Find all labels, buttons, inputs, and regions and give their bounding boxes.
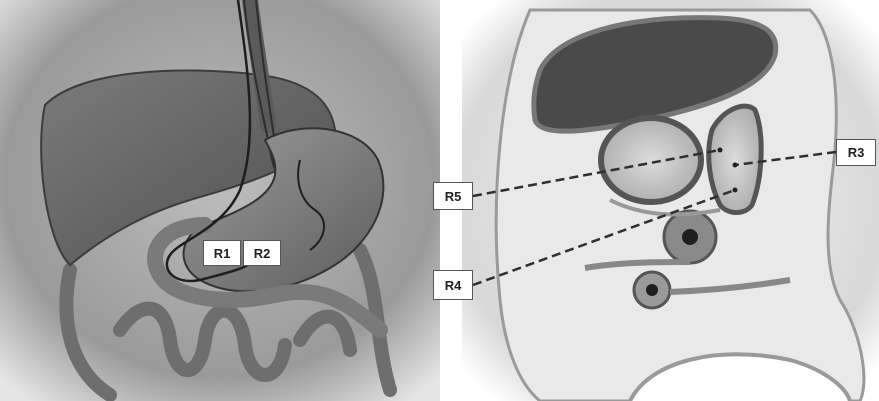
vessel-lumen [646, 284, 658, 296]
left-panel-abdomen [0, 0, 440, 401]
puncture-point-r3 [733, 163, 738, 168]
right-panel-cross-section [462, 0, 879, 401]
aorta-lumen [682, 229, 698, 245]
label-r2: R2 [243, 240, 281, 266]
label-r1: R1 [203, 240, 241, 266]
label-r5: R5 [433, 182, 473, 210]
stomach-cross-section [601, 118, 701, 202]
label-r3: R3 [836, 139, 876, 166]
puncture-point-r5 [718, 148, 723, 153]
label-r4: R4 [433, 270, 473, 300]
puncture-point-r4 [733, 188, 738, 193]
